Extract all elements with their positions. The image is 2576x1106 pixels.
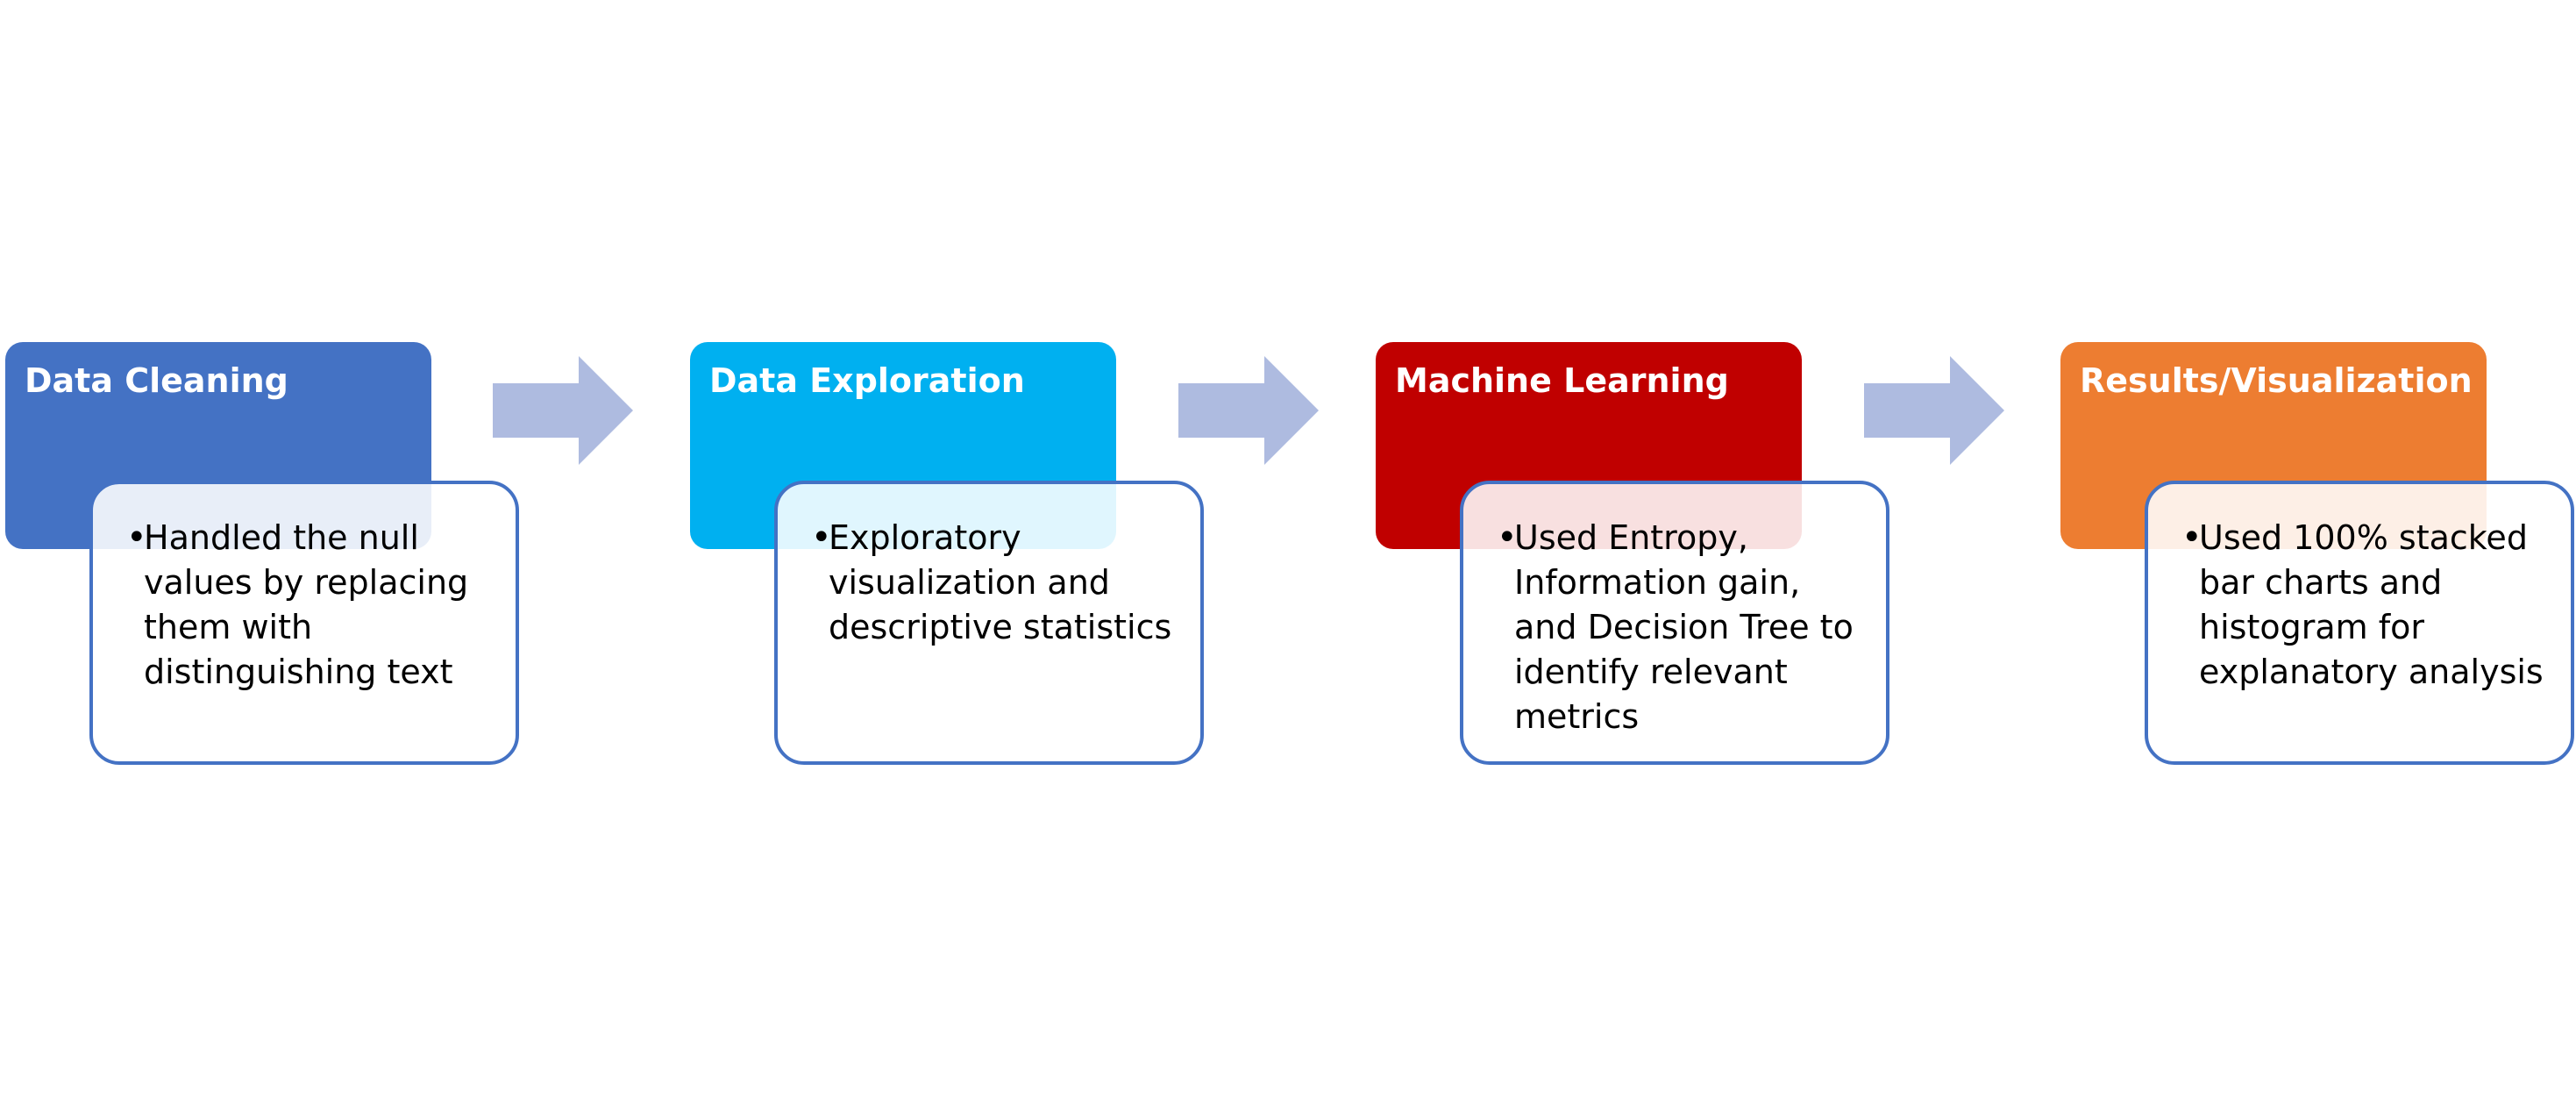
step-detail-text: Used Entropy, Information gain, and Deci… — [1514, 518, 1854, 736]
arrow-shape — [1178, 356, 1319, 465]
step-detail-box: • Exploratory visualization and descript… — [774, 481, 1204, 765]
bullet-icon: • — [811, 517, 832, 558]
arrow-shape — [493, 356, 633, 465]
step-title: Machine Learning — [1395, 361, 1729, 400]
step-detail-text: Used 100% stacked bar charts and histogr… — [2199, 518, 2544, 691]
step-detail-box: • Used Entropy, Information gain, and De… — [1460, 481, 1889, 765]
list-item: • Handled the null values by replacing t… — [126, 516, 495, 695]
step-machine-learning: Machine Learning • Used Entropy, Informa… — [1376, 342, 1902, 767]
list-item: • Used 100% stacked bar charts and histo… — [2181, 516, 2550, 695]
right-arrow-icon — [1864, 356, 2004, 465]
step-results-visualization: Results/Visualization • Used 100% stacke… — [2060, 342, 2576, 767]
arrow-shape — [1864, 356, 2004, 465]
bullet-icon: • — [2181, 517, 2202, 558]
list-item: • Used Entropy, Information gain, and De… — [1497, 516, 1865, 739]
right-arrow-icon — [1178, 356, 1319, 465]
step-header: Results/Visualization — [2060, 342, 2487, 549]
step-detail-text: Handled the null values by replacing the… — [144, 518, 469, 691]
step-data-exploration: Data Exploration • Exploratory visualiza… — [690, 342, 1216, 767]
step-title: Data Exploration — [709, 361, 1025, 400]
list-item: • Exploratory visualization and descript… — [811, 516, 1179, 650]
bullet-icon: • — [126, 517, 147, 558]
step-detail-box: • Handled the null values by replacing t… — [89, 481, 519, 765]
step-title: Data Cleaning — [25, 361, 288, 400]
bullet-icon: • — [1497, 517, 1518, 558]
step-detail-box: • Used 100% stacked bar charts and histo… — [2145, 481, 2574, 765]
step-title: Results/Visualization — [2080, 361, 2473, 400]
step-data-cleaning: Data Cleaning • Handled the null values … — [5, 342, 531, 767]
right-arrow-icon — [493, 356, 633, 465]
step-detail-text: Exploratory visualization and descriptiv… — [829, 518, 1172, 646]
